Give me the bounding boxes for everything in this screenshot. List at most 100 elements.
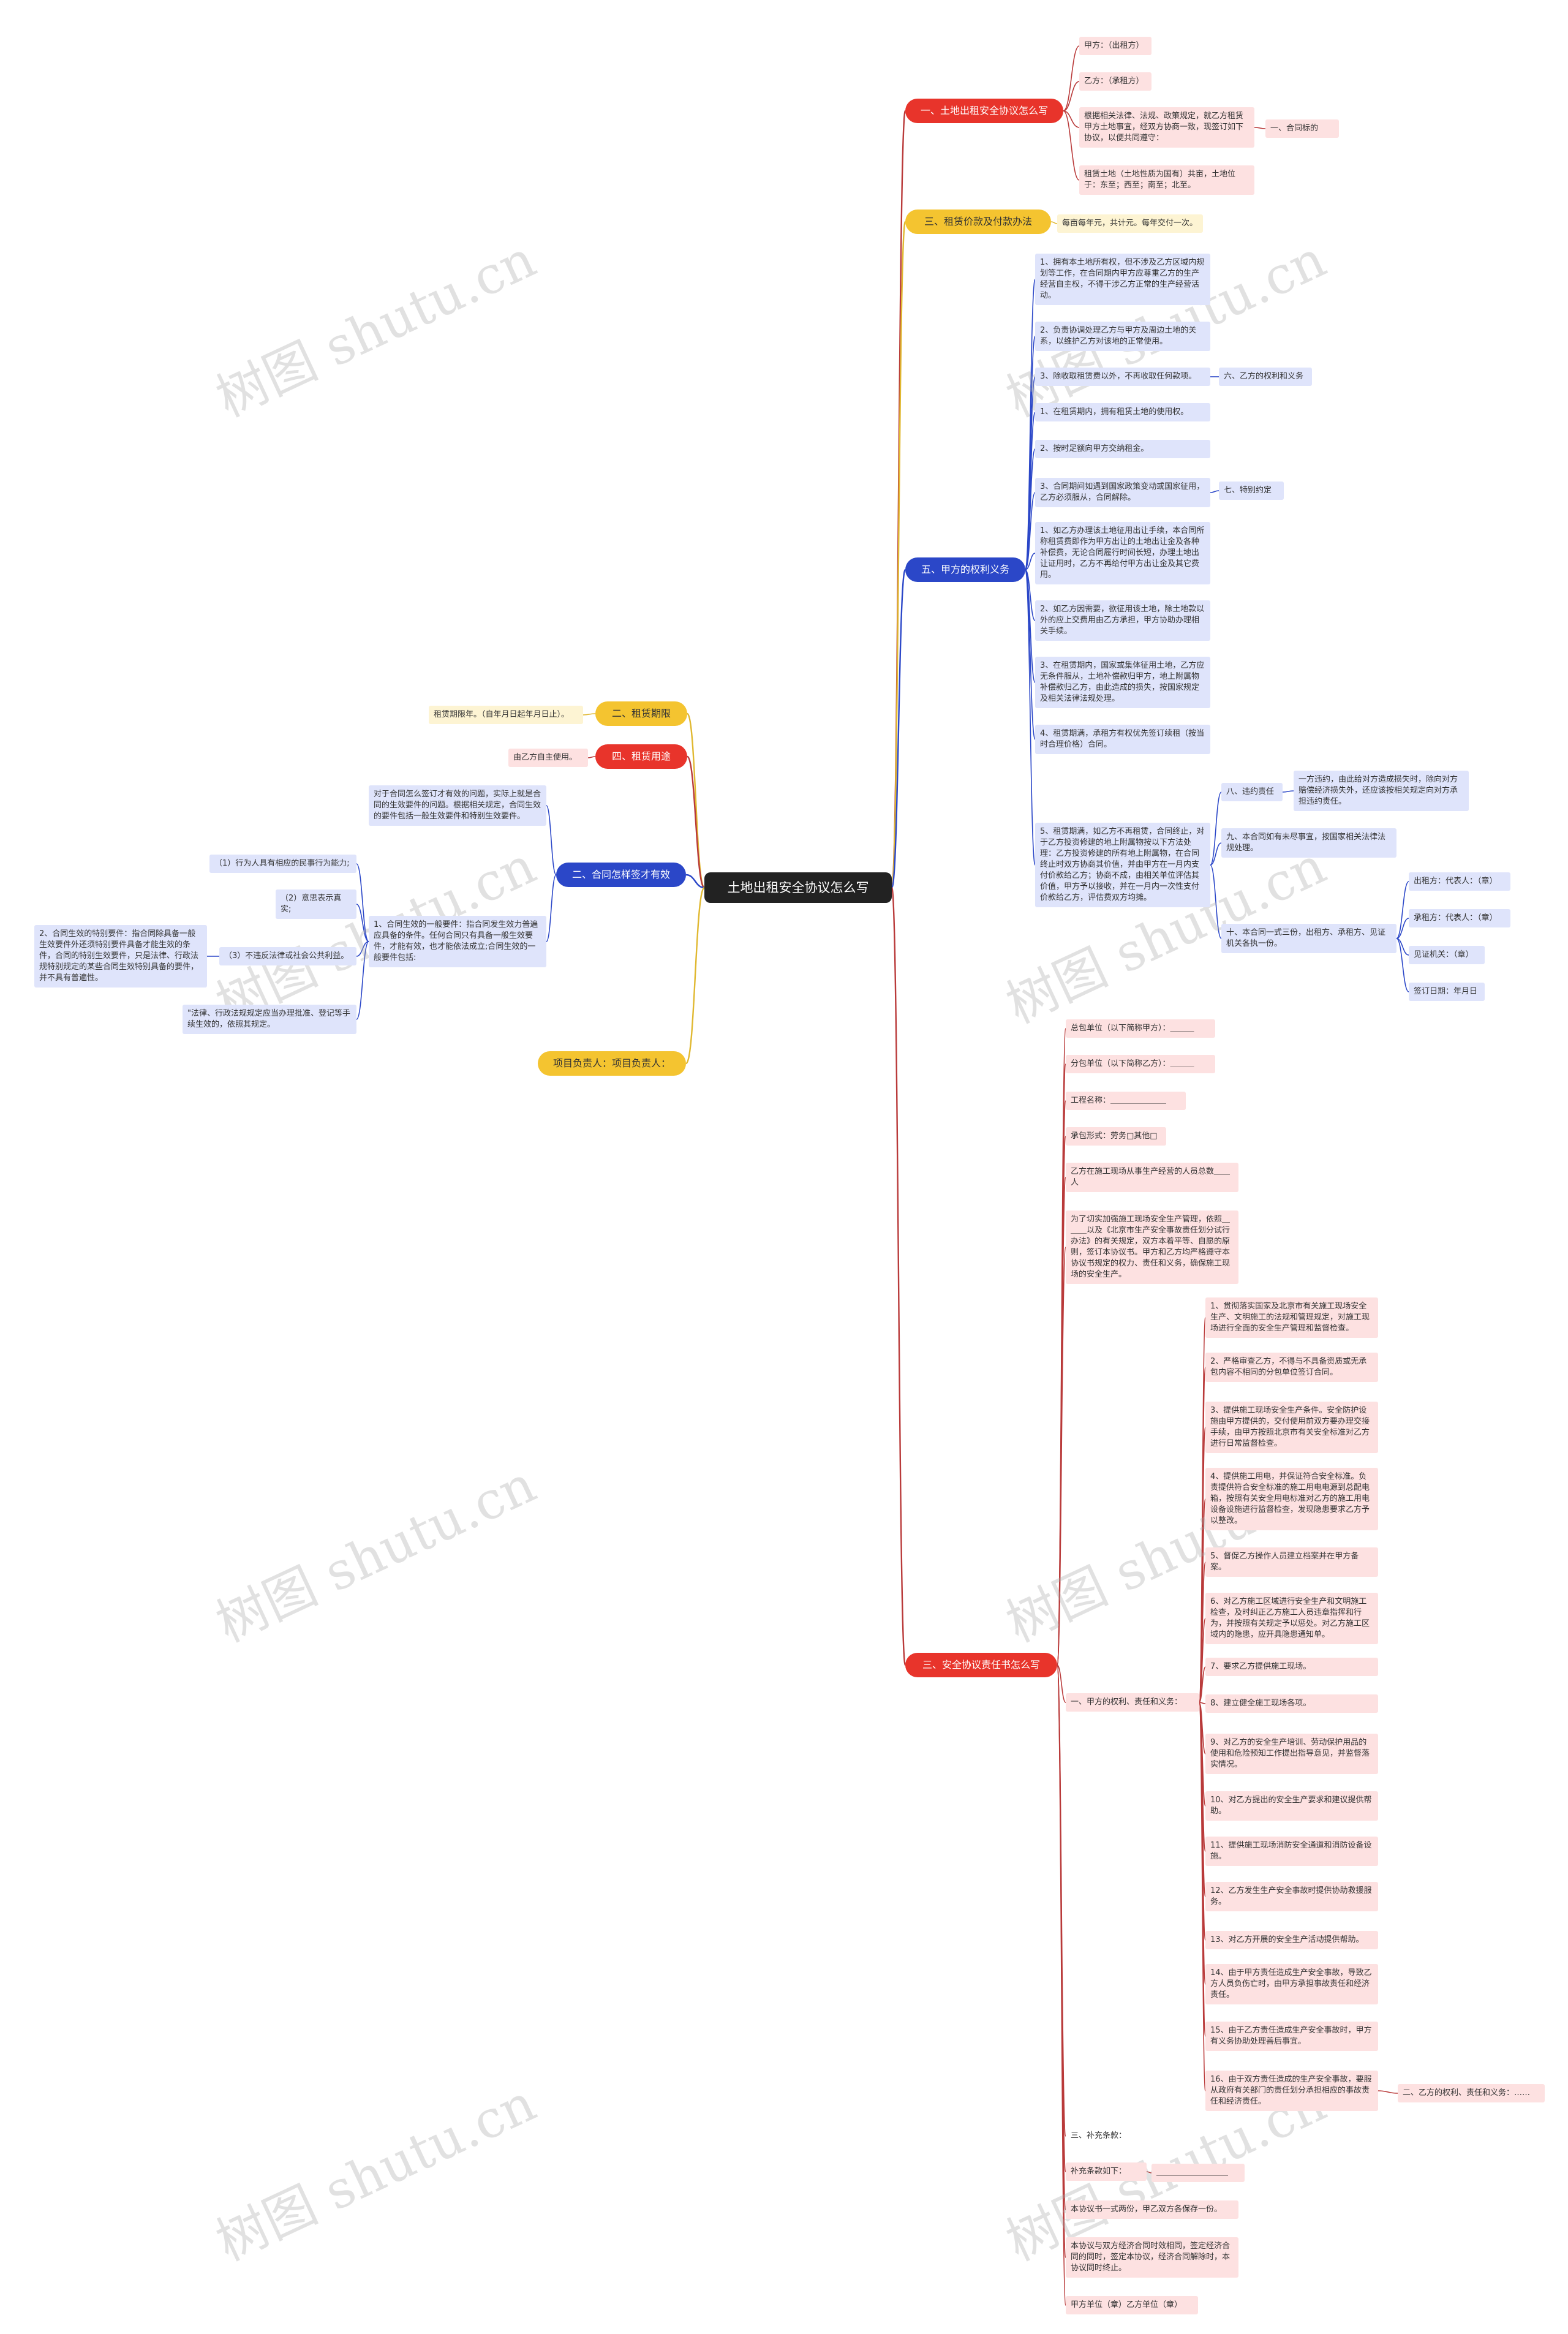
connector [546,805,557,875]
duty-item-13: 13、对乙方开展的安全生产活动提供帮助。 [1205,1931,1378,1949]
branch-contract-valid[interactable]: 二、合同怎样签才有效 [556,863,686,887]
party-a-leaf: 甲方：（出租方） [1079,37,1152,55]
connector [356,904,369,942]
safety-purpose-leaf: 为了切实加强施工现场安全生产管理，依照＿＿＿以及《北京市生产安全事故责任划分试行… [1066,1210,1238,1284]
general-contractor-leaf: 总包单位（以下简称甲方）：＿＿＿ [1066,1019,1215,1038]
connector [1146,2171,1152,2173]
rights-leaf-6: 3、合同期间如遇到国家政策变动或国家征用，乙方必须服从，合同解除。 [1035,478,1210,507]
connector [1210,842,1222,866]
party-b-duties-node[interactable]: 二、乙方的权利、责任和义务：…… [1398,2084,1545,2102]
duty-item-6: 6、对乙方施工区域进行安全生产和文明施工检查，及时纠正乙方施工人员违章指挥和行为… [1205,1593,1378,1644]
lease-use-leaf: 由乙方自主使用。 [508,749,588,767]
breach-liability-node[interactable]: 八、违约责任 [1221,783,1283,801]
requirement-true-intent: （2）意思表示真实; [276,889,356,919]
price-payment-leaf: 每亩每年元，共计元。每年交付一次。 [1057,214,1203,233]
connector-root-leader [685,886,706,1065]
connector [1063,110,1080,128]
connector [1057,1664,1066,2306]
unresolved-matters-node[interactable]: 九、本合同如有未尽事宜，按国家相关法律法规处理。 [1221,828,1396,858]
connector [356,941,369,957]
duty-item-4: 4、提供施工用电，并保证符合安全标准。负责提供符合安全标准的施工用电电源到总配电… [1205,1468,1378,1530]
branch-project-leader[interactable]: 项目负责人：项目负责人： [538,1051,686,1076]
root-node[interactable]: 土地出租安全协议怎么写 [704,872,892,903]
connector [1199,1666,1206,1703]
connector [1199,1702,1206,2091]
contract-form-leaf: 承包形式：劳务□其他□ [1066,1127,1166,1146]
signature-lessor: 出租方：代表人：（章） [1409,872,1510,891]
approval-registration-leaf: "法律、行政法规规定应当办理批准、登记等手续生效的，依照其规定。 [183,1005,356,1034]
party-b-leaf: 乙方：（承租方） [1079,72,1152,91]
requirement-capacity: （1）行为人具有相应的民事行为能力; [209,855,356,873]
duty-item-15: 15、由于乙方责任造成生产安全事故时，甲方有义务协助处理善后事宜。 [1205,2022,1378,2051]
signature-witness: 见证机关：（章） [1409,946,1485,964]
branch-safety-responsibility[interactable]: 三、安全协议责任书怎么写 [905,1653,1057,1677]
connector-root-rights [891,568,907,889]
branch-lease-term[interactable]: 二、租赁期限 [595,701,687,726]
connector [1025,569,1036,866]
project-name-leaf: 工程名称：＿＿＿＿＿＿＿ [1066,1092,1186,1110]
connector [1057,1247,1066,1666]
seal-leaf: 甲方单位（章）乙方单位（章） [1066,2296,1198,2314]
branch-lease-use[interactable]: 四、租赁用途 [595,744,687,769]
special-agreement-node[interactable]: 七、特别约定 [1219,482,1284,500]
party-a-duties-node[interactable]: 一、甲方的权利、责任和义务： [1066,1693,1199,1712]
connector [1210,864,1222,939]
connector-root-valid [685,874,705,889]
duty-item-10: 10、对乙方提出的安全生产要求和建议提供帮助。 [1205,1791,1378,1821]
signature-lessee: 承租方：代表人：（章） [1409,909,1510,927]
connector [1378,2090,1398,2094]
connector-root-safety [891,886,907,1666]
agreement-preamble-leaf: 根据相关法律、法规、政策规定，就乙方租赁甲方土地事宜，经双方协商一致，现签订如下… [1079,107,1254,148]
supplementary-list-node[interactable]: 补充条款如下： [1066,2162,1147,2181]
connector [587,756,596,758]
connector [582,713,596,716]
connector [1282,790,1294,793]
connector [1057,1664,1066,1703]
duty-item-8: 8、建立健全施工现场各项。 [1205,1694,1378,1713]
rights-leaf-11: 5、租赁期满，如乙方不再租赁，合同终止，对于乙方投资修建的地上附属物按以下方法处… [1035,823,1210,907]
connector [1063,45,1080,111]
connector [1025,569,1036,621]
connector [1025,492,1036,570]
staff-count-leaf: 乙方在施工现场从事生产经营的人员总数＿＿人 [1066,1163,1238,1192]
connector [1210,791,1222,866]
connector [356,941,369,1020]
branch-agreement[interactable]: 一、土地出租安全协议怎么写 [905,99,1063,123]
signature-date: 签订日期：年月日 [1409,983,1485,1001]
connector [1063,81,1080,111]
rights-leaf-1: 1、拥有本土地所有权，但不涉及乙方区域内规划等工作，在合同期内甲方应尊重乙方的生… [1035,254,1210,305]
contract-valid-leaf: 对于合同怎么签订才有效的问题，实际上就是合同的生效要件的问题。根据相关规定，合同… [369,785,546,826]
connector [1063,110,1080,181]
validity-leaf: 本协议与双方经济合同时效相同，签定经济合同的同时，签定本协议，经济合同解除时，本… [1066,2237,1238,2278]
duty-item-7: 7、要求乙方提供施工现场。 [1205,1658,1378,1676]
subcontractor-leaf: 分包单位（以下简称乙方）：＿＿＿ [1066,1055,1215,1073]
copies-leaf: 本协议书一式两份，甲乙双方各保存一份。 [1066,2200,1238,2219]
connector [1254,127,1266,129]
duty-item-1: 1、贯彻落实国家及北京市有关施工现场安全生产、文明施工的法规和管理规定，对施工现… [1205,1297,1378,1338]
duty-item-12: 12、乙方发生生产安全事故时提供协助救援服务。 [1205,1882,1378,1911]
supplementary-blank-leaf: ＿＿＿＿＿＿＿＿＿ [1152,2164,1245,2182]
duty-item-3: 3、提供施工现场安全生产条件。安全防护设施由甲方提供的，交付使用前双方要办理交接… [1205,1402,1378,1453]
rights-leaf-5: 2、按时足额向甲方交纳租金。 [1035,440,1210,458]
duty-item-16: 16、由于双方责任造成的生产安全事故，要服从政府有关部门的责任划分承担相应的事故… [1205,2071,1378,2111]
breach-liability-leaf: 一方违约，由此给对方造成损失时，除向对方赔偿经济损失外，还应该按相关规定向对方承… [1294,771,1469,811]
rights-leaf-7: 1、如乙方办理该土地征用出让手续，本合同所称租赁费即作为甲方出让的土地出让金及各… [1035,522,1210,584]
connector-root-term [686,712,706,889]
duty-item-9: 9、对乙方的安全生产培训、劳动保护用品的使用和危险预知工作提出指导意见，并监督落… [1205,1734,1378,1774]
duty-item-14: 14、由于甲方责任造成生产安全事故，导致乙方人员负伤亡时，由甲方承担事故责任和经… [1205,1964,1378,2004]
branch-price-payment[interactable]: 三、租赁价款及付款办法 [905,210,1051,234]
general-requirements-leaf: 1、合同生效的一般要件：指合同发生效力普遍应具备的条件。任何合同只有具备一般生效… [369,916,546,967]
supplementary-terms-node[interactable]: 三、补充条款： [1071,2131,1127,2140]
rights-leaf-3: 3、除收取租赁费以外，不再收取任何款项。 [1035,368,1210,386]
land-location-leaf: 租赁土地（土地性质为国有）共亩，土地位于：东至；西至；南至；北至。 [1079,165,1254,195]
connector [1025,569,1036,740]
connector [546,874,557,942]
contract-subject-node[interactable]: 一、合同标的 [1265,119,1339,138]
copies-node[interactable]: 十、本合同一式三份，出租方、承租方、见证机关各执一份。 [1221,924,1396,953]
connector [1025,553,1036,570]
connector-root-use [686,755,706,889]
party-b-rights-node[interactable]: 六、乙方的权利和义务 [1219,368,1312,386]
branch-rights-obligations[interactable]: 五、甲方的权利义务 [905,557,1025,582]
